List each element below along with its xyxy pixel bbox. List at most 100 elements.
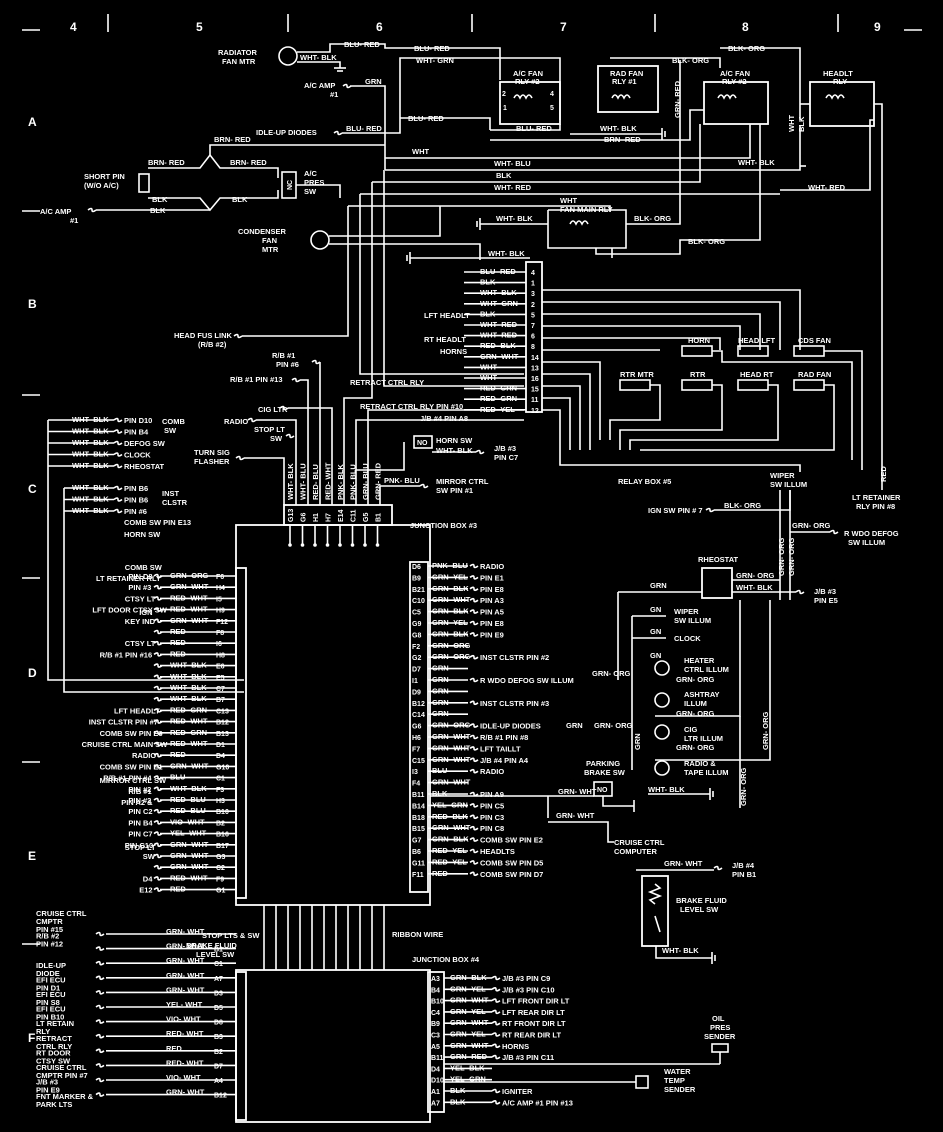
jb3-top-pin-id: H7	[326, 513, 333, 522]
jb4-left-pin-label: EFI ECU	[36, 1005, 66, 1014]
jb3-left-pin-strip	[235, 567, 247, 899]
jb3-left-pin-id: F3	[216, 787, 224, 794]
jb4-right-squiggle	[491, 1054, 501, 1060]
relay-box-pin-number: 16	[531, 376, 539, 383]
blk-org-4: BLK- ORG	[688, 237, 725, 246]
oil-pres-sender-2: PRES	[710, 1023, 730, 1032]
jb3-top-wire-color: RED- BLU	[311, 464, 320, 500]
jb3-right-pin-id: F7	[412, 746, 420, 753]
jb4-right-pin-id: B11	[431, 1055, 444, 1062]
retract-ctrl-rly-pin10: RETRACT CTRL RLY PIN #10	[360, 402, 463, 411]
left-inst-clstr-pins: INST CLSTR COMB SW PIN E13 HORN SW	[63, 488, 244, 693]
jb4-right-pin-label: LFT REAR DIR LT	[502, 1008, 565, 1017]
grn-org-5: GRN- ORG	[676, 709, 714, 718]
left-inst-squiggle	[113, 485, 123, 491]
jb3-left-pin-label: PIN #2	[128, 796, 151, 805]
wht-blk-3: WHT- BLK	[738, 158, 775, 167]
jb4-right-squiggle	[491, 1088, 501, 1094]
parking-brake-no: NO	[597, 787, 608, 794]
grid-row-F: F	[28, 1031, 35, 1045]
jb4-pin-b1-label-2: PIN B1	[732, 870, 756, 879]
jb4-right-pin-id: B4	[431, 987, 440, 994]
jb4-left-squiggle	[95, 1048, 105, 1054]
left-comb-squiggle	[113, 463, 123, 469]
jb4-right-pin-id: B10	[431, 999, 444, 1006]
parking-brake-sw-label-2: BRAKE SW	[584, 768, 626, 777]
jb3-pin-e5-label-1: J/B #3	[814, 587, 836, 596]
jb3-right-pin-label: INST CLSTR PIN #2	[480, 653, 549, 662]
blk-org-r: BLK- ORG	[724, 501, 761, 510]
jb3-top-wire-color: GRN- RED	[374, 462, 383, 500]
jb3-left-pin-label: INST CLSTR PIN #7	[89, 718, 158, 727]
jb4-left-pin-label: CMPTR	[36, 917, 63, 926]
jb3-left-pin-label: PIN #3	[128, 583, 151, 592]
rheostat-right-label: RHEOSTAT	[698, 555, 739, 564]
jb3-right-pin-label: RADIO	[480, 562, 504, 571]
head-rt-symbol	[737, 379, 769, 391]
grid-markers: 4 5 6 7 8 9 A B C D E F	[22, 14, 922, 1045]
relay-box-pin-number: 11	[531, 397, 539, 404]
jb4-left-pin-label: FNT MARKER &	[36, 1092, 94, 1101]
jb3-left-pin-id: B2	[216, 820, 225, 827]
left-inst-pin: PIN #6	[124, 507, 147, 516]
jb3-left-pin-label: COMB SW PIN E6	[100, 729, 163, 738]
jb3-left-squiggle	[153, 730, 163, 736]
jb3-right-squiggle	[469, 768, 479, 774]
jb4-left-wire: RED	[166, 1044, 182, 1053]
jb4-left-pin-strip	[235, 971, 247, 1121]
brake-fluid-level-sw-label-1: BRAKE FLUID	[676, 896, 727, 905]
heater-ctrl-illum-2: CTRL ILLUM	[684, 665, 729, 674]
jb4-right-pin-id: C3	[431, 1033, 440, 1040]
nc-label: NC	[287, 180, 294, 190]
jb4-left-pin-id: B3	[214, 1034, 223, 1041]
ashtray-illum-bulb	[654, 692, 670, 708]
jb3-left-squiggle	[153, 786, 163, 792]
jb3-right-squiggle	[469, 632, 479, 637]
jb4-outline	[235, 969, 431, 1123]
relay-box-pin-number: 15	[531, 387, 539, 394]
wiper-sw-illum-right-1: WIPER	[674, 607, 699, 616]
jb3-outline	[235, 524, 431, 906]
jb3-right-pin-label: INST CLSTR PIN #3	[480, 699, 549, 708]
jb3-left-pin-id: D1	[216, 742, 225, 749]
wire-blk-vertical: BLK	[797, 116, 806, 132]
jb3-left-squiggle	[153, 853, 163, 859]
jb4-right-squiggle	[491, 975, 501, 981]
jb4-left-pin-label: EFI ECU	[36, 990, 66, 999]
rtr-mtr-symbol	[619, 379, 651, 391]
jb4-pin-a8: J/B #4 PIN A8	[420, 414, 468, 423]
comb-sw-pin-e13: COMB SW PIN E13	[124, 518, 191, 527]
jb4-left-pin-id: C1	[214, 961, 223, 968]
ac-amp-1-left-label-1: A/C AMP	[40, 207, 71, 216]
jb4-left-pin-label: EFI ECU	[36, 975, 66, 984]
jb4-right-pin-label: RT REAR DIR LT	[502, 1031, 561, 1040]
jb3-right-pin-id: C10	[412, 598, 425, 605]
jb4-left-pin-id: B1	[214, 947, 223, 954]
gn-1: GN	[650, 605, 661, 614]
left-comb-squiggle	[113, 452, 123, 457]
jb3-right-pin-id: F2	[412, 644, 420, 651]
jb3-right-pin-label: PIN C5	[480, 801, 504, 810]
jb3-left-pin-id: I6	[216, 641, 222, 648]
jb3-top-pin-dot	[350, 543, 355, 547]
jb3-left-squiggle	[153, 876, 163, 881]
jb3-right-pin-id: G6	[412, 724, 421, 731]
grid-row-E: E	[28, 849, 36, 863]
relay-box-pin-strip	[525, 261, 543, 413]
jb3-left-pin-id: H3	[216, 798, 225, 805]
jb3-right-squiggle	[469, 825, 479, 831]
jb3-left-pin-label: PIN C2	[128, 807, 152, 816]
jb4-left-pin-label: PIN D1	[36, 983, 60, 992]
wht-red-1: WHT- RED	[494, 183, 532, 192]
ac-fan-rly-2-right-label-1: A/C FAN	[720, 69, 750, 78]
oil-pres-sender-symbol	[711, 1043, 729, 1053]
relay-box-pin-number: 13	[531, 365, 539, 372]
horn-sw: NO HORN SW WHT- BLK J/B #3 PIN C7 PNK- B…	[356, 435, 518, 505]
jb4-left-wire: GRN- WHT	[166, 942, 205, 951]
jb3-left-squiggle	[153, 831, 163, 836]
grid-row-A: A	[28, 115, 37, 129]
jb3-top-pin-id: B1	[376, 513, 383, 522]
ign-sw-pin7-label: IGN SW PIN # 7	[648, 506, 703, 515]
jb4-left-pin-label: RLY	[36, 1027, 50, 1036]
